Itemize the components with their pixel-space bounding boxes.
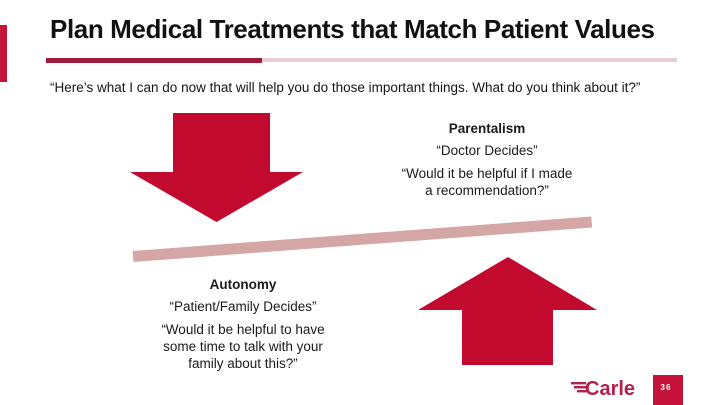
carle-logo-speed-lines [571, 382, 588, 393]
parentalism-heading: Parentalism [448, 121, 526, 136]
parentalism-block: Parentalism “Doctor Decides” “Would it b… [357, 120, 617, 199]
carle-logo-text: Carle [585, 378, 635, 400]
up-arrow-icon [418, 257, 597, 365]
title-underline [46, 58, 677, 64]
autonomy-question: “Would it be helpful to have some time t… [161, 322, 325, 371]
title-underline-dark-segment [46, 58, 262, 63]
autonomy-subtitle: “Patient/Family Decides” [169, 299, 317, 314]
autonomy-heading: Autonomy [209, 277, 277, 292]
slide-accent-bar [0, 25, 7, 82]
parentalism-subtitle: “Doctor Decides” [436, 143, 538, 158]
slide-title: Plan Medical Treatments that Match Patie… [50, 14, 655, 44]
seesaw-beam [132, 216, 593, 262]
carle-logo: Carle [571, 378, 635, 400]
title-underline-light-segment [262, 58, 677, 62]
parentalism-question: “Would it be helpful if I made a recomme… [401, 166, 573, 198]
page-number: 36 [660, 382, 672, 392]
intro-quote: “Here’s what I can do now that will help… [50, 80, 641, 95]
page-number-badge: 36 [653, 375, 683, 405]
down-arrow-icon [130, 113, 303, 222]
autonomy-block: Autonomy “Patient/Family Decides” “Would… [115, 276, 371, 372]
